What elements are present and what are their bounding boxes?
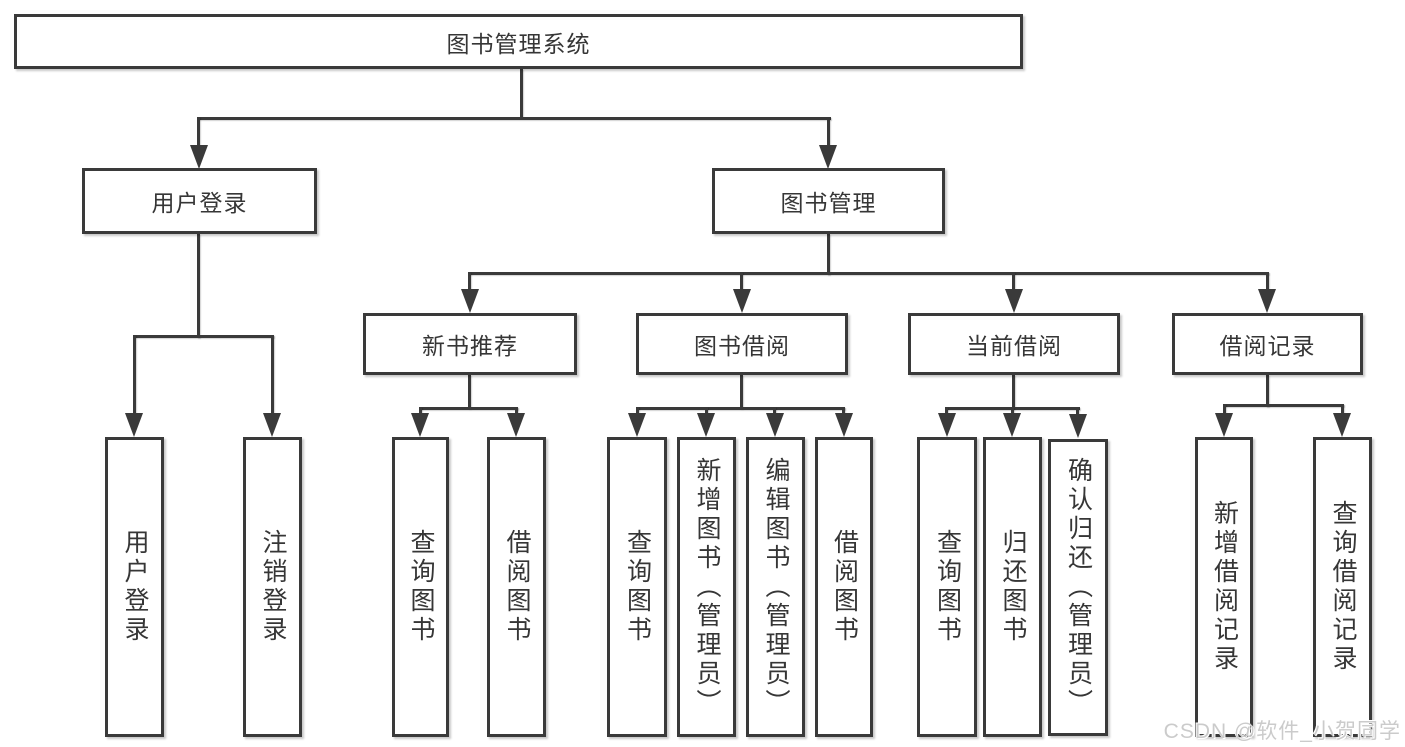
leaf-query-books-borrow: 查询图书 [607, 437, 667, 737]
leaf-query-books-current-label: 查询图书 [933, 529, 962, 645]
arrow-down-icon [835, 413, 853, 437]
arrow-down-icon [263, 413, 281, 437]
leaf-edit-book-admin-label: 编辑图书（管理员） [762, 456, 790, 718]
leaf-query-borrow-record-label: 查询借阅记录 [1329, 500, 1357, 674]
connector-user-login-stem [197, 234, 200, 338]
node-book-management-label: 图书管理 [780, 190, 877, 216]
leaf-logout: 注销登录 [243, 437, 302, 737]
connector-recommend-stem [468, 375, 471, 409]
node-borrow-records: 借阅记录 [1172, 313, 1363, 375]
arrow-down-icon [461, 289, 479, 313]
arrow-down-icon [1258, 289, 1276, 313]
arrow-down-icon [1069, 414, 1087, 438]
connector-drop-leaf [1341, 404, 1344, 413]
leaf-edit-book-admin: 编辑图书（管理员） [746, 437, 805, 737]
arrow-down-icon [819, 145, 837, 169]
connector-root-stem [520, 69, 523, 118]
node-current-borrowing: 当前借阅 [908, 313, 1120, 375]
arrow-down-icon [1333, 413, 1351, 437]
node-root-label: 图书管理系统 [446, 30, 591, 57]
connector-book-management-stem [827, 234, 830, 275]
connector-drop-leaf [271, 335, 274, 413]
leaf-add-book-admin-label: 新增图书（管理员） [693, 456, 721, 718]
connector-borrowing-bus [636, 407, 845, 410]
connector-level3-bus [469, 272, 1269, 275]
connector-drop-leaf [1076, 407, 1079, 414]
leaf-return-books: 归还图书 [983, 437, 1042, 737]
connector-drop-leaf [515, 407, 518, 414]
connector-drop-borrowing [740, 272, 743, 290]
leaf-borrow-books-borrow: 借阅图书 [815, 437, 873, 737]
connector-recommend-bus [419, 407, 518, 410]
leaf-query-books-recommend-label: 查询图书 [407, 529, 435, 645]
connector-current-stem [1012, 375, 1015, 409]
leaf-return-books-label: 归还图书 [999, 529, 1027, 645]
node-new-book-recommend: 新书推荐 [363, 313, 577, 375]
leaf-add-borrow-record-label: 新增借阅记录 [1210, 500, 1239, 674]
arrow-down-icon [938, 413, 956, 437]
arrow-down-icon [190, 145, 208, 169]
arrow-down-icon [697, 413, 715, 437]
leaf-user-login-label: 用户登录 [121, 529, 149, 645]
connector-records-bus [1223, 404, 1344, 407]
connector-drop-leaf [636, 407, 639, 414]
connector-drop-recommend [468, 272, 471, 290]
arrow-down-icon [628, 413, 646, 437]
arrow-down-icon [1003, 413, 1021, 437]
node-book-management: 图书管理 [712, 168, 945, 234]
connector-drop-user-login [197, 117, 200, 146]
node-new-book-recommend-label: 新书推荐 [422, 333, 518, 359]
node-user-login-label: 用户登录 [151, 190, 248, 216]
arrow-down-icon [507, 413, 525, 437]
connector-drop-leaf [945, 407, 948, 414]
connector-user-login-bus [133, 335, 274, 338]
leaf-user-login: 用户登录 [105, 437, 164, 737]
leaf-query-books-borrow-label: 查询图书 [623, 529, 652, 645]
leaf-query-borrow-record: 查询借阅记录 [1313, 437, 1372, 737]
connector-drop-leaf [1223, 404, 1226, 413]
arrow-down-icon [1005, 289, 1023, 313]
connector-records-stem [1266, 375, 1269, 407]
arrow-down-icon [733, 289, 751, 313]
csdn-watermark: CSDN @软件_小贺同学 [1163, 720, 1401, 743]
arrow-down-icon [766, 413, 784, 437]
leaf-confirm-return-admin: 确认归还（管理员） [1048, 439, 1108, 736]
leaf-borrow-books-borrow-label: 借阅图书 [830, 529, 859, 645]
connector-drop-leaf [1011, 407, 1014, 414]
connector-drop-leaf [133, 335, 136, 413]
leaf-confirm-return-admin-label: 确认归还（管理员） [1064, 457, 1093, 718]
connector-level2-bus [197, 117, 831, 120]
node-user-login: 用户登录 [82, 168, 317, 234]
node-root: 图书管理系统 [14, 14, 1023, 69]
leaf-query-books-recommend: 查询图书 [392, 437, 449, 737]
arrow-down-icon [411, 413, 429, 437]
node-current-borrowing-label: 当前借阅 [966, 333, 1062, 359]
connector-drop-leaf [842, 407, 845, 414]
leaf-borrow-books-recommend-label: 借阅图书 [503, 529, 531, 645]
arrow-down-icon [1215, 413, 1233, 437]
connector-drop-current [1012, 272, 1015, 290]
connector-drop-leaf [419, 407, 422, 414]
node-borrow-records-label: 借阅记录 [1219, 333, 1316, 359]
connector-drop-leaf [773, 407, 776, 414]
node-book-borrowing-label: 图书借阅 [694, 333, 790, 359]
leaf-query-books-current: 查询图书 [917, 437, 977, 737]
arrow-down-icon [125, 413, 143, 437]
leaf-borrow-books-recommend: 借阅图书 [487, 437, 546, 737]
leaf-add-book-admin: 新增图书（管理员） [677, 437, 736, 737]
connector-drop-book-management [827, 117, 830, 146]
connector-borrowing-stem [740, 375, 743, 409]
leaf-add-borrow-record: 新增借阅记录 [1195, 437, 1253, 737]
connector-drop-records [1266, 272, 1269, 290]
leaf-logout-label: 注销登录 [259, 529, 287, 645]
node-book-borrowing: 图书借阅 [636, 313, 848, 375]
connector-drop-leaf [705, 407, 708, 414]
